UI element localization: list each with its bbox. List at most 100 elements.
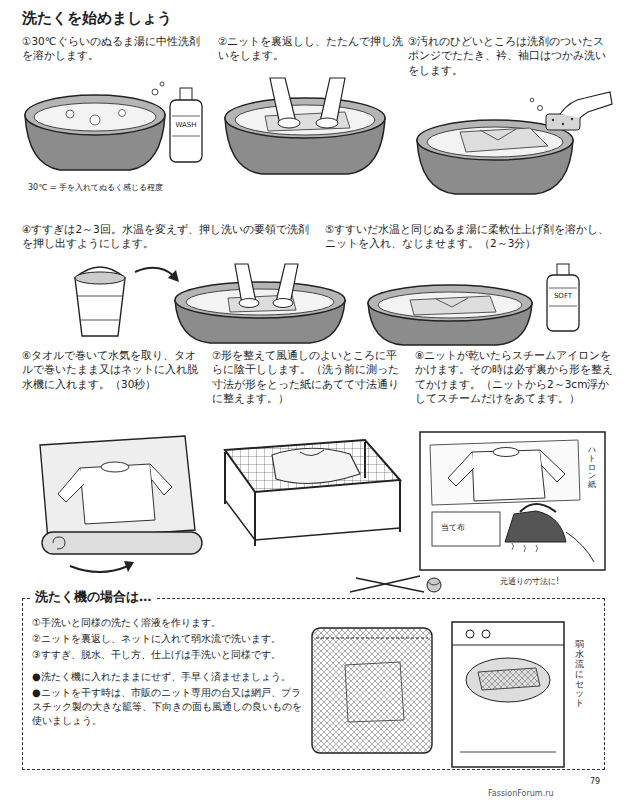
- bottle-neck: [180, 88, 192, 101]
- hand: [278, 118, 300, 128]
- hand: [239, 299, 259, 308]
- basin-five: [368, 285, 532, 345]
- bucket: [75, 267, 125, 336]
- bucket-rim: [75, 272, 125, 284]
- bottle-stripe: [172, 136, 200, 137]
- basin-rim: [175, 282, 345, 318]
- frame: [420, 432, 605, 570]
- knit-collar: [436, 298, 468, 307]
- zipper: [316, 637, 428, 638]
- water: [235, 105, 375, 135]
- bottle-body: [170, 100, 202, 162]
- arrow-line: [135, 268, 174, 276]
- list-item: ●ニットを干す時は、市販のニット専用の台又は網戸、プラスチック製の大きな籠等、下…: [32, 686, 308, 729]
- basin-rim: [25, 95, 165, 135]
- sweater-flat: [272, 448, 360, 483]
- knit: [410, 296, 496, 315]
- sponge-dot: [562, 123, 564, 125]
- roll-arrow: [70, 566, 128, 572]
- sweater-sleeve: [540, 450, 565, 482]
- step-text: ⑤すすいだ水温と同じぬるま湯に柔軟仕上げ剤を溶かし、ニットを入れ、なじませます。…: [325, 222, 613, 251]
- step-text: ⑥タオルで巻いて水気を取り、タオルで巻いたまま又はネットに入れ脱水機に入れます。…: [22, 348, 204, 391]
- bubble: [160, 82, 164, 86]
- washing-machine: [452, 622, 564, 767]
- tracing-paper: [430, 440, 580, 505]
- arrow-head: [168, 270, 179, 282]
- foam: [66, 110, 74, 118]
- softener-bottle: [547, 264, 579, 331]
- water: [427, 127, 563, 157]
- page-title: 洗たくを始めましょう: [22, 8, 172, 29]
- needle: [356, 578, 424, 592]
- hand: [273, 299, 293, 308]
- yarn-ball: [427, 578, 441, 592]
- hand: [316, 118, 338, 128]
- machine-base: [460, 752, 556, 753]
- ironing-frame: [420, 432, 605, 570]
- knit: [460, 128, 548, 152]
- steam: [512, 543, 538, 552]
- sweater-neck: [300, 450, 324, 456]
- flow-arrow: [135, 268, 179, 282]
- machine-panel: [452, 645, 564, 646]
- bottle-stripe: [172, 116, 200, 117]
- bubble: [538, 106, 543, 111]
- bottle-label: SOFT: [548, 292, 578, 302]
- sweater-neck: [101, 462, 129, 472]
- page-number: 79: [590, 776, 620, 787]
- knit-collar: [480, 129, 516, 140]
- basin-three: [417, 92, 612, 194]
- sponge-dot: [552, 119, 554, 121]
- bucket-band: [78, 296, 122, 297]
- paper-label: ハトロン紙: [588, 446, 596, 490]
- iron: [505, 511, 566, 542]
- detergent-bottle: [170, 88, 202, 162]
- laundry-net: [312, 628, 432, 753]
- knitting-needles: [350, 576, 441, 592]
- sweater-in-net: [345, 662, 404, 722]
- water: [186, 289, 334, 315]
- section-body: ①手洗いと同様の洗たく溶液を作ります。②ニットを裏返し、ネットに入れて弱水流で洗…: [32, 616, 308, 730]
- sponge-dot: [571, 118, 573, 120]
- step-text: ④すすぎは2～3回。水温を変えず、押し洗いの要領で洗剤を押し出すようにします。: [22, 222, 318, 251]
- note-text: 30℃ = 手を入れてぬるく感じる程度: [28, 182, 214, 193]
- step-text: ②ニットを裏返しし、たたんで押し洗いをします。: [218, 34, 404, 63]
- setting-label: 弱水流にセット: [575, 640, 584, 709]
- yarn-line: [428, 582, 440, 585]
- drying-rack: [225, 440, 400, 546]
- step-text: ①30℃ぐらいのぬるま湯に中性洗剤を溶かします。: [22, 34, 208, 63]
- list-item: ●洗たく機に入れたままにせず、手早く済ませましょう。: [32, 670, 308, 684]
- foam: [90, 115, 100, 125]
- watermark: FassionForum.ru: [488, 788, 620, 799]
- sweater-body: [80, 464, 155, 524]
- step-text: ⑧ニットが乾いたらスチームアイロンをかけます。その時は必ず裏から形を整えてかけま…: [415, 348, 615, 406]
- bubble: [152, 89, 158, 95]
- sweater-sleeve: [448, 452, 474, 486]
- water: [378, 292, 522, 318]
- bottle-label: WASH: [171, 121, 201, 131]
- net: [312, 628, 432, 753]
- step-text: ⑦形を整えて風通しのよいところに平らに陰干しします。（洗う前に測った寸法が形をと…: [212, 348, 408, 406]
- roll-spiral: [53, 537, 65, 549]
- bottle-stripe: [549, 306, 577, 307]
- machine-body: [452, 622, 564, 767]
- basin-two: [225, 78, 385, 174]
- arm: [235, 264, 256, 304]
- water: [34, 103, 156, 131]
- arm: [276, 264, 298, 304]
- sweater-body: [472, 450, 545, 501]
- rack-base: [225, 500, 400, 540]
- net-in-drum: [478, 668, 540, 690]
- bottle-body: [547, 275, 579, 331]
- iron-cord: [566, 532, 594, 562]
- machine-knob: [482, 630, 490, 638]
- roll: [42, 532, 202, 554]
- basin-four: [175, 264, 345, 343]
- drum: [466, 658, 550, 702]
- step-text: ③汚れのひどいところは洗剤のついたスポンジでたたき、衿、袖口はつかみ洗いをします…: [408, 34, 611, 77]
- bottle-stripe: [549, 288, 577, 289]
- machine-knob: [466, 630, 474, 638]
- sweater-sleeve: [58, 468, 84, 502]
- bottle-neck: [557, 264, 569, 276]
